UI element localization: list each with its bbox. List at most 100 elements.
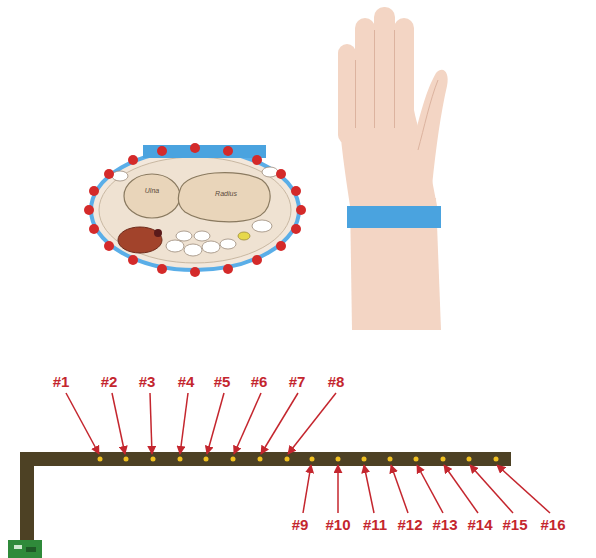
sensor-point [285, 457, 290, 462]
leader-arrow [180, 393, 188, 454]
sensor-number: #6 [251, 374, 268, 389]
sensor-dot [223, 264, 233, 274]
sensor-dot [190, 267, 200, 277]
sensor-point [258, 457, 263, 462]
finger-creases [356, 30, 439, 150]
tendon [176, 231, 192, 241]
sensor-point [388, 457, 393, 462]
sensor-dot [84, 205, 94, 215]
wrist-cross-section [84, 143, 306, 277]
sensor-dot [223, 146, 233, 156]
sensor-dots [84, 143, 306, 277]
sensor-point [362, 457, 367, 462]
tendon [220, 239, 236, 249]
sensor-dot [276, 241, 286, 251]
sensor-point [231, 457, 236, 462]
sensor-number: #11 [363, 517, 387, 532]
chip [14, 545, 22, 549]
sensor-number: #2 [101, 374, 118, 389]
sensor-dot [89, 186, 99, 196]
thumb [410, 70, 448, 186]
sensor-dot [128, 155, 138, 165]
sensor-dot [252, 255, 262, 265]
crease [374, 30, 375, 128]
crease [394, 30, 395, 128]
strip-vertical [20, 452, 34, 544]
sensor-number: #7 [289, 374, 306, 389]
leader-arrow [337, 465, 339, 513]
sensor-dot [157, 264, 167, 274]
sensor-number: #13 [432, 517, 457, 532]
leader-arrow [234, 393, 261, 454]
leader-arrow [66, 393, 99, 454]
strip-horizontal [20, 452, 511, 466]
sensor-dot [89, 224, 99, 234]
hand [338, 7, 448, 330]
sensor-point [178, 457, 183, 462]
sensor-dot [128, 255, 138, 265]
leader-arrow [497, 465, 550, 513]
sensor-number: #15 [502, 517, 527, 532]
leader-arrows [66, 393, 550, 513]
sensor-dot [190, 143, 200, 153]
crease [418, 80, 438, 150]
sensor-point [336, 457, 341, 462]
leader-arrow [417, 465, 443, 513]
skin-layer [99, 157, 291, 263]
sensor-dot [252, 155, 262, 165]
sensor-point [204, 457, 209, 462]
tendon [112, 171, 128, 181]
leader-arrow [391, 465, 408, 513]
sensor-point [151, 457, 156, 462]
sensor-points [98, 457, 499, 462]
sensor-dot [104, 241, 114, 251]
sensor-dot [157, 146, 167, 156]
sensor-point [441, 457, 446, 462]
tendon [262, 167, 278, 177]
sensor-number: #1 [53, 374, 70, 389]
sensor-strip [8, 452, 511, 558]
sensor-dot [291, 224, 301, 234]
tendon [202, 241, 220, 253]
sensor-point [414, 457, 419, 462]
circuit-board [8, 540, 42, 558]
tendon [194, 231, 210, 241]
bone-label: Radius [215, 190, 237, 197]
leader-arrow [207, 393, 224, 454]
bone-label: Ulna [145, 187, 159, 194]
sensor-number: #3 [139, 374, 156, 389]
sensor-number: #9 [292, 517, 309, 532]
sensor-dot [104, 169, 114, 179]
crease [355, 60, 356, 128]
tendon [184, 244, 202, 256]
sensor-number: #4 [178, 374, 195, 389]
nerve [238, 232, 250, 240]
leader-arrow [303, 465, 311, 513]
sensor-point [124, 457, 129, 462]
artery [154, 229, 162, 237]
tendon [166, 240, 184, 252]
tendon [252, 220, 272, 232]
muscle [118, 227, 162, 253]
wrist-outline [91, 150, 299, 270]
radius-bone [178, 173, 270, 222]
sensor-number: #14 [467, 517, 492, 532]
wrist-band [347, 206, 441, 228]
leader-arrow [288, 393, 336, 454]
sensor-dot [296, 205, 306, 215]
sensor-point [98, 457, 103, 462]
leader-arrow [150, 393, 152, 454]
sensor-point [310, 457, 315, 462]
leader-arrow [444, 465, 478, 513]
leader-arrow [364, 465, 374, 513]
sensor-number: #8 [328, 374, 345, 389]
leader-arrow [470, 465, 513, 513]
sensor-number: #10 [325, 517, 350, 532]
chip [26, 547, 36, 552]
sensor-dot [291, 186, 301, 196]
leader-arrow [112, 393, 125, 454]
sensor-point [494, 457, 499, 462]
sensor-number: #16 [540, 517, 565, 532]
